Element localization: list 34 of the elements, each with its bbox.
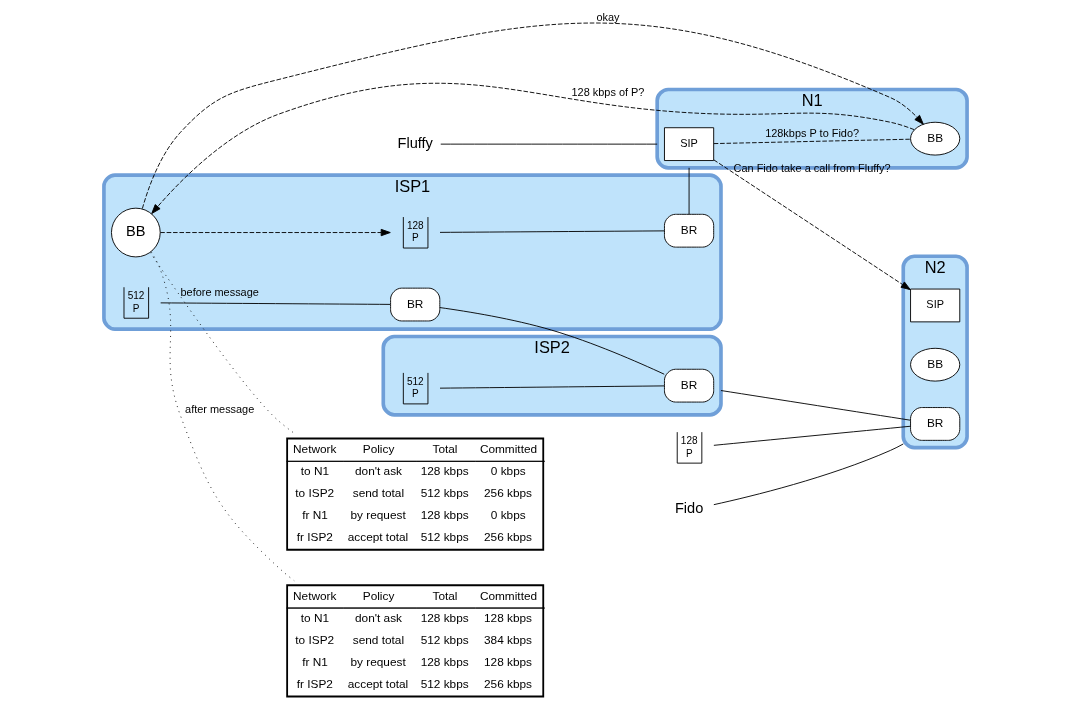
node-box: SIP xyxy=(909,288,960,323)
node-box: BR xyxy=(663,213,714,248)
node-ellipse: BB xyxy=(909,347,960,382)
connector xyxy=(712,425,911,446)
arrow xyxy=(150,82,915,214)
node-box: BR xyxy=(663,368,714,403)
connector xyxy=(439,385,665,389)
connector xyxy=(439,230,665,233)
edge-label: before message xyxy=(180,285,259,298)
connector xyxy=(688,167,690,215)
node-box: SIP xyxy=(663,127,714,161)
connector xyxy=(438,307,665,375)
connector xyxy=(720,390,911,421)
node-text: Fido xyxy=(674,500,703,517)
node-text: Fluffy xyxy=(397,134,433,151)
arrow xyxy=(141,22,924,210)
connector xyxy=(149,252,295,435)
edge-label: after message xyxy=(184,402,254,415)
edge-label: 128 kbps of P? xyxy=(571,86,644,99)
arrow xyxy=(712,159,911,291)
edge-label: okay xyxy=(595,10,619,23)
node-box: BR xyxy=(909,407,960,441)
edge-label: 128kbps P to Fido? xyxy=(764,127,859,140)
node-ellipse: BB xyxy=(909,121,960,156)
connector xyxy=(159,302,391,305)
node-text: 512 P xyxy=(127,289,144,314)
node-box: BR xyxy=(389,287,440,322)
node-circle: BB xyxy=(110,207,161,258)
connector xyxy=(712,138,911,145)
node-text: 512 P xyxy=(406,375,424,400)
arrow xyxy=(159,228,391,237)
node-text: 128 P xyxy=(680,434,698,459)
node-text: 128 P xyxy=(406,219,424,244)
connector xyxy=(712,443,904,506)
